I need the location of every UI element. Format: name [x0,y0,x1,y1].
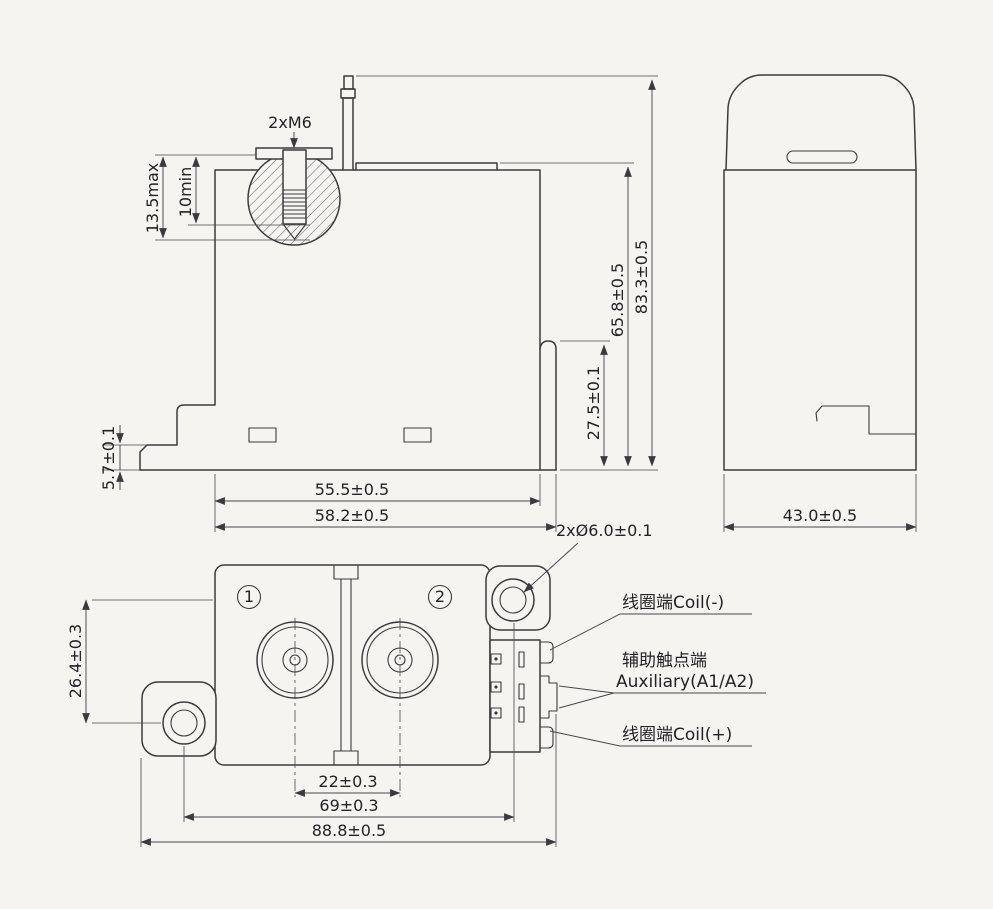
leader-coil-positive [549,730,752,747]
dim-contact-pitch: 22±0.3 [318,772,377,791]
dim-body-width: 55.5±0.5 [315,480,389,499]
dim-overall-width-front: 58.2±0.5 [315,506,389,525]
pin-2-dot [494,685,498,689]
thread-lines [282,189,307,219]
connector-tab-top [539,641,554,664]
leader-mount-hole [523,542,579,593]
connector-tab-bottom [539,726,554,749]
leader-coil-negative [549,613,752,651]
mount-ear-bottom-left [141,681,217,757]
bottom-view [141,564,558,766]
terminal-marker-1-circle [236,584,262,610]
side-foot-step [821,405,917,435]
connector-pins [490,651,525,723]
leader-auxiliary [558,685,766,709]
dim-hole-span: 69±0.3 [319,796,378,815]
side-cap-outline [725,74,917,171]
connector-tab-middle [539,675,558,719]
front-outline-left [139,169,344,471]
dim-overall-width-bottom: 88.8±0.5 [312,821,386,840]
mount-hole-bottom-left-outer [162,701,206,745]
front-slot-left [248,427,277,443]
dim-depth: 43.0±0.5 [783,506,857,525]
dim-thread-callout: 2xM6 [268,113,312,132]
side-dimension-lines [723,474,917,532]
ext-depth [723,474,917,532]
pin-3 [490,707,502,719]
pin-2 [490,681,502,693]
pin-3-dot [494,711,498,715]
dim-total-height: 83.3±0.5 [632,240,651,314]
side-top-slot [786,150,858,164]
bottom-dimension-lines [82,542,766,847]
front-dimension-lines [102,75,658,532]
mount-hole-top-right-outer [491,578,535,622]
bottom-body-outline [214,564,491,766]
seam-bottom-block [333,750,359,766]
mount-hole-top-right [499,586,527,614]
terminal-stud-collar [340,88,356,99]
front-top-lip [355,162,498,171]
dim-mount-hole-callout: 2xØ6.0±0.1 [556,521,653,540]
dim-base-thickness: 5.7±0.1 [99,426,118,490]
contact-bar-3 [518,706,525,723]
terminal-marker-2: 2 [435,587,445,606]
contact-bar-2 [518,683,525,700]
pin-1-dot [494,657,498,661]
ext-overall-width-bottom [140,714,557,847]
side-body-outline [723,169,917,471]
seam-top-block [333,564,359,580]
mount-hole-bottom-left [170,709,198,737]
terminal-marker-2-circle [427,584,453,610]
callout-auxiliary-cn: 辅助触点端 [622,651,707,671]
terminal-thread-bore [282,149,307,225]
pin-1 [490,653,502,665]
aux-connector-block [489,639,541,753]
drill-tip [282,223,307,240]
side-foot-hook [815,405,823,422]
contact-bar-1 [518,651,525,668]
front-view [139,75,557,471]
ext-hole-span [183,623,515,822]
front-slot-right [403,427,432,443]
dim-hole-offset: 26.4±0.3 [66,624,85,698]
dim-thread-depth-max: 13.5max [143,163,162,233]
terminal-stud-tip [343,75,354,90]
callout-coil-negative: 线圈端Coil(-) [622,593,724,613]
callout-auxiliary-en: Auxiliary(A1/A2) [616,672,754,692]
front-side-tab [539,340,557,471]
side-view [723,74,917,471]
terminal-marker-1: 1 [244,587,254,606]
terminal-stud-shaft [342,97,354,171]
dim-body-height: 65.8±0.5 [608,263,627,337]
dim-thread-depth-min: 10min [176,167,195,218]
dim-step-height: 27.5±0.1 [584,366,603,440]
callout-coil-positive: 线圈端Coil(+) [622,725,732,745]
front-outline-right [352,169,541,471]
